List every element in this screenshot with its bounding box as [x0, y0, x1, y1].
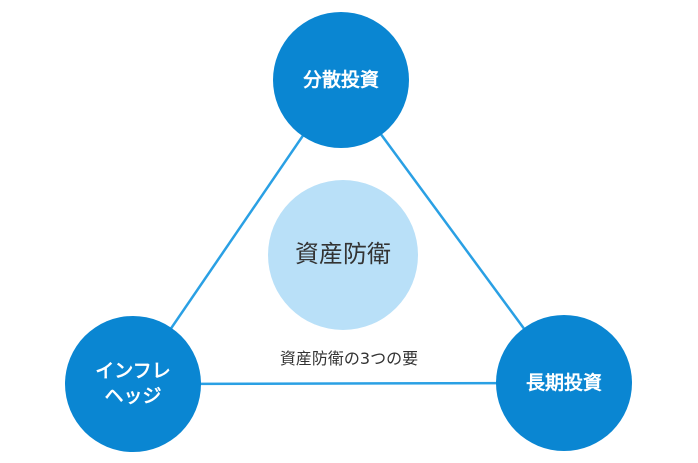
edge-bottom [132, 381, 565, 386]
node-inflation-hedge: インフレ ヘッジ [65, 316, 201, 452]
node-left-label-line1: インフレ [95, 360, 171, 383]
node-right-label: 長期投資 [525, 371, 602, 394]
node-diversified-investment: 分散投資 [273, 12, 409, 148]
center-node-label: 資産防衛 [295, 240, 391, 269]
node-left-label-line2: ヘッジ [104, 385, 162, 407]
node-top-label: 分散投資 [302, 68, 379, 91]
diagram-caption: 資産防衛の3つの要 [279, 349, 419, 368]
center-node-asset-defense: 資産防衛 [268, 180, 418, 330]
node-long-term-investment: 長期投資 [496, 315, 632, 451]
